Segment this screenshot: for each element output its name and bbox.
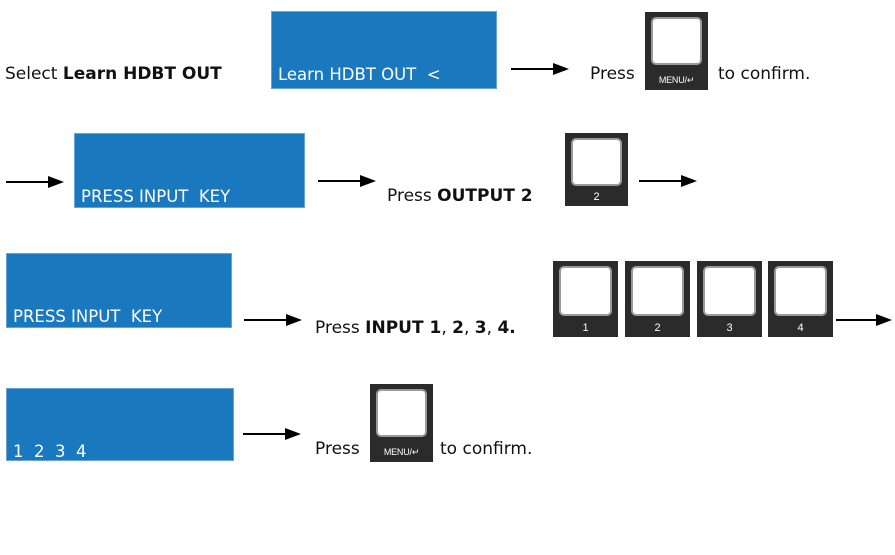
input-1-label: INPUT 1 — [365, 318, 442, 338]
key-cap — [376, 389, 427, 437]
arrow-right-icon — [511, 63, 569, 75]
lcd-display-step4: 1 2 3 4 Learn HDBT OUT 2 — [6, 388, 234, 530]
input-3-key-label: 3 — [726, 322, 733, 334]
separator: , — [441, 318, 453, 338]
output-2-label: OUTPUT 2 — [437, 186, 533, 206]
lcd-line-1: Learn HDBT OUT < — [278, 65, 441, 84]
key-cap — [571, 138, 622, 186]
lcd-display-step3: PRESS INPUT KEY Learn HDBT OUT 2 — [6, 253, 232, 395]
input-4-label: 4. — [497, 318, 516, 338]
arrow-right-icon — [244, 314, 302, 326]
input-2-label: 2 — [452, 318, 464, 338]
lcd-line-1: PRESS INPUT KEY — [81, 187, 231, 206]
separator: , — [463, 318, 475, 338]
lcd-line-1: PRESS INPUT KEY — [13, 307, 163, 326]
input-3-label: 3 — [474, 318, 487, 338]
key-cap — [631, 266, 684, 316]
press-label: Press — [315, 318, 366, 338]
step4-press-text: Press — [315, 439, 360, 459]
select-target-label: Learn HDBT OUT — [62, 64, 222, 84]
key-cap — [774, 266, 827, 316]
key-cap — [703, 266, 756, 316]
menu-enter-key-label: MENU/↵ — [658, 75, 695, 85]
arrow-right-icon — [243, 428, 301, 440]
lcd-line-1: 1 2 3 4 — [13, 442, 87, 461]
menu-enter-key-label: MENU/↵ — [383, 447, 420, 457]
step3-press-text: Press INPUT 1, 2, 3, 4. — [315, 318, 516, 338]
step2-press-text: Press OUTPUT 2 — [387, 186, 533, 206]
lcd-line-2: Learn HDMI OUT — [278, 134, 414, 153]
press-label: Press — [387, 186, 438, 206]
input-2-key[interactable]: 2 — [625, 261, 690, 337]
output-2-key-label: 2 — [593, 191, 600, 203]
arrow-right-icon — [639, 175, 697, 187]
key-cap — [651, 17, 702, 65]
step1-press-text: Press — [590, 64, 635, 84]
lcd-line-2: Learn HDBT OUT 2 — [13, 511, 168, 530]
step4-confirm-text: to confirm. — [440, 439, 533, 459]
key-cap — [559, 266, 612, 316]
separator: , — [486, 318, 498, 338]
input-1-key[interactable]: 1 — [553, 261, 618, 337]
input-1-key-label: 1 — [582, 322, 589, 334]
arrow-right-icon — [836, 314, 892, 326]
menu-enter-key[interactable]: MENU/↵ — [645, 12, 708, 90]
input-4-key[interactable]: 4 — [768, 261, 833, 337]
input-2-key-label: 2 — [654, 322, 661, 334]
step1-select-text: Select Learn HDBT OUT — [5, 64, 222, 84]
step1-confirm-text: to confirm. — [718, 64, 811, 84]
input-4-key-label: 4 — [797, 322, 804, 334]
arrow-right-icon — [318, 175, 376, 187]
arrow-right-icon — [6, 176, 64, 188]
input-3-key[interactable]: 3 — [697, 261, 762, 337]
output-2-key[interactable]: 2 — [565, 133, 628, 206]
select-prefix: Select — [5, 64, 63, 84]
menu-enter-key[interactable]: MENU/↵ — [370, 384, 433, 462]
lcd-display-step1: Learn HDBT OUT < Learn HDMI OUT — [271, 11, 497, 153]
lcd-display-step2: PRESS INPUT KEY Learn HDBT OUT 1 — [74, 133, 305, 275]
